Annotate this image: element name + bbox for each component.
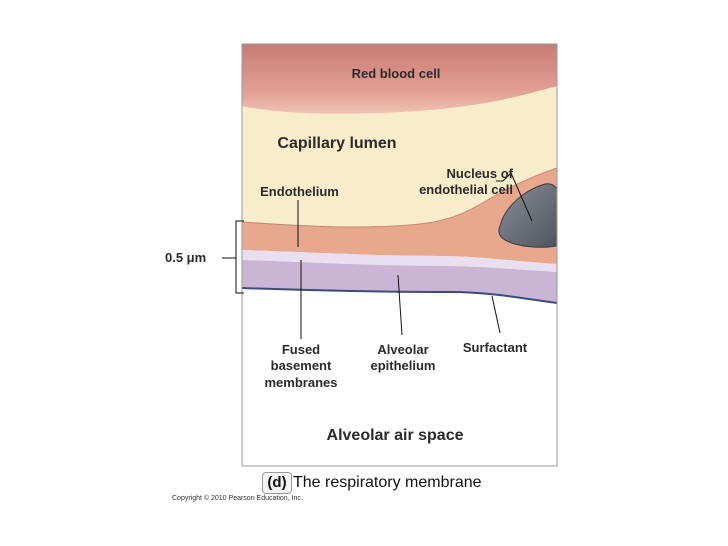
label-endothelium: Endothelium (260, 184, 339, 199)
label-fused-basement-membranes: Fused basement membranes (264, 342, 338, 390)
endothelium-layer (242, 168, 557, 264)
label-thickness: 0.5 μm (165, 250, 207, 265)
figure-part-tag: (d) (262, 472, 292, 494)
label-alveolar-epithelium: Alveolar epithelium (370, 342, 436, 374)
red-blood-cell (242, 44, 557, 114)
alveolar-epithelium-leader (397, 274, 403, 336)
label-alveolar-air-space: Alveolar air space (326, 427, 464, 444)
label-surfactant: Surfactant (462, 340, 528, 355)
copyright-notice: Copyright © 2010 Pearson Education, Inc. (172, 495, 303, 502)
thickness-bracket (235, 220, 244, 294)
alveolar-air-space (242, 288, 557, 466)
surfactant-leader (491, 295, 501, 334)
figure-caption: The respiratory membrane (293, 474, 482, 491)
label-capillary-lumen: Capillary lumen (277, 135, 397, 152)
endothelial-nucleus (498, 183, 557, 248)
endothelium-edge (242, 167, 557, 228)
label-red-blood-cell: Red blood cell (351, 66, 441, 81)
diagram-panel-border (241, 43, 558, 467)
surfactant-line (242, 287, 557, 304)
nucleus-leader (502, 172, 533, 222)
label-nucleus: Nucleus of endothelial cell (419, 166, 513, 198)
basement-membrane-layer (242, 250, 557, 272)
